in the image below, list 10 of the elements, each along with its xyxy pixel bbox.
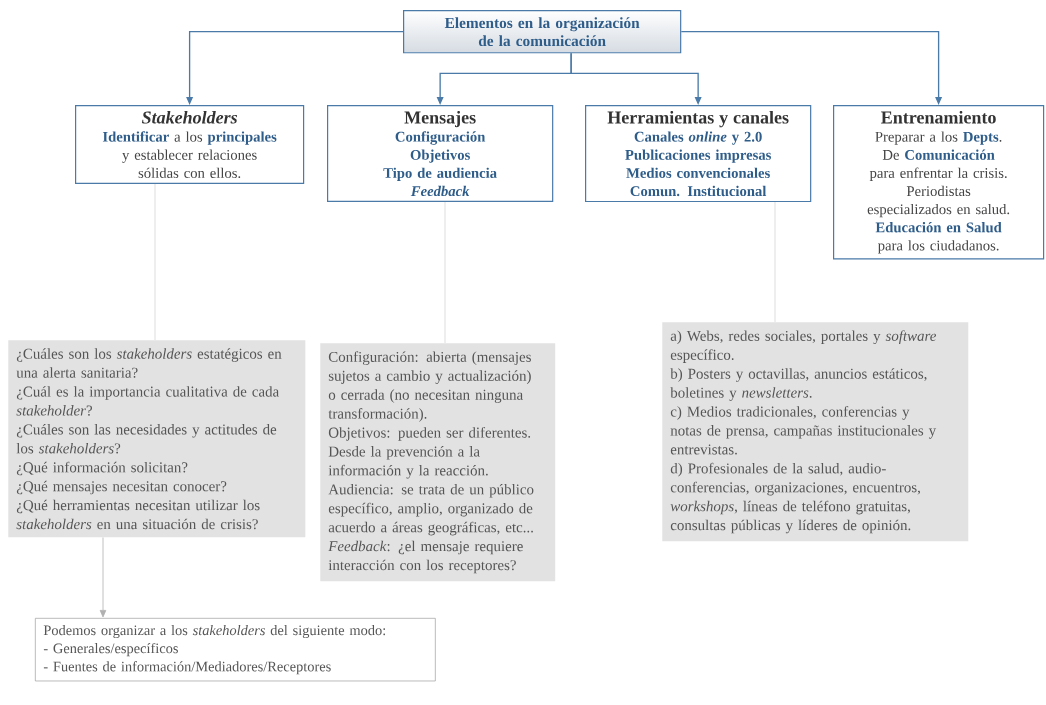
category-box: Entrenamiento Preparar a los Depts. De Comunicación para enfrentar la crisis. Periodistas especializados en salud. Educación en Salud para los ciudadanos. bbox=[833, 105, 1045, 260]
category-box: Herramientas y canales Canales online y 2.0 Publicaciones impresas Medios convencionales Comun. Institucional bbox=[585, 105, 812, 203]
note-box: Configuración: abierta (mensajes sujetos a cambio y actualización) o cerrada (no necesitan ninguna transformación). Objetivos: pueden ser diferentes. Desde la prevención a la información y la reacción. Audiencia: se trata de un público específico, amplio, organizado de acuerdo a áreas geográficas, etc... Feedback: ¿el mensaje requiere interacción con los receptores? bbox=[320, 343, 556, 582]
note-box: a) Webs, redes sociales, portales y software específico. b) Posters y octavillas, anuncios estáticos, boletines y newsletters. c) Medios tradicionales, conferencias y notas de prensa, campañas institucionales y entrevistas. d) Profesionales de la salud, audio-conferencias, organizaciones, encuentros, workshops, líneas de teléfono gratuitas, consultas públicas y líderes de opinión. bbox=[662, 322, 969, 542]
category-box: Stakeholders Identificar a los principales y establecer relaciones sólidas con ellos. bbox=[75, 105, 305, 184]
note-box: Podemos organizar a los stakeholders del siguiente modo: - Generales/específicos - Fuentes de información/Mediadores/Receptores bbox=[35, 618, 436, 682]
category-box: Mensajes Configuración Objetivos Tipo de audiencia Feedback bbox=[327, 105, 554, 203]
note-box: ¿Cuáles son los stakeholders estatégicos en una alerta sanitaria? ¿Cuál es la importancia cualitativa de cada stakeholder? ¿Cuáles son las necesidades y actitudes de los stakeholders? ¿Qué información solicitan? ¿Qué mensajes necesitan conocer? ¿Qué herramientas necesitan utilizar los stakeholders en una situación de crisis? bbox=[8, 340, 306, 538]
title-box: Elementos en la organización de la comunicación bbox=[403, 10, 682, 54]
arrow bbox=[99, 537, 107, 618]
